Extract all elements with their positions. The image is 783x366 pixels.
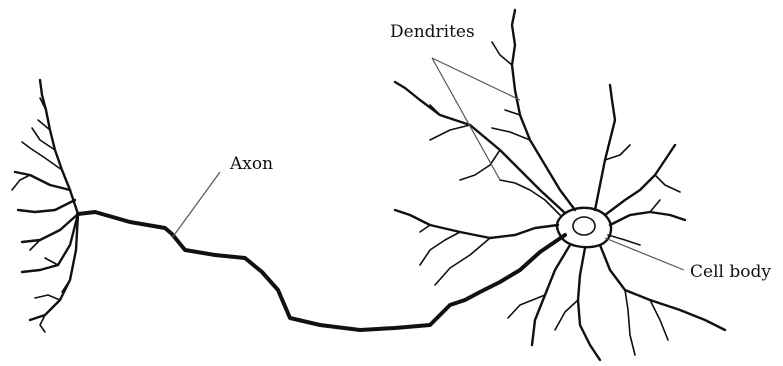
dendrites-leader-2	[431, 57, 501, 181]
dendrites-leader-1	[431, 57, 521, 101]
axon-label: Axon	[230, 154, 274, 174]
cell-body-leader	[604, 237, 685, 271]
dendrites-label: Dendrites	[390, 22, 475, 42]
axon-terminal	[11, 78, 80, 333]
cell-body-label: Cell body	[690, 262, 771, 282]
dendrites	[393, 8, 727, 362]
axon-line	[76, 210, 567, 332]
axon-leader	[171, 171, 221, 239]
leader-lines	[171, 57, 685, 271]
